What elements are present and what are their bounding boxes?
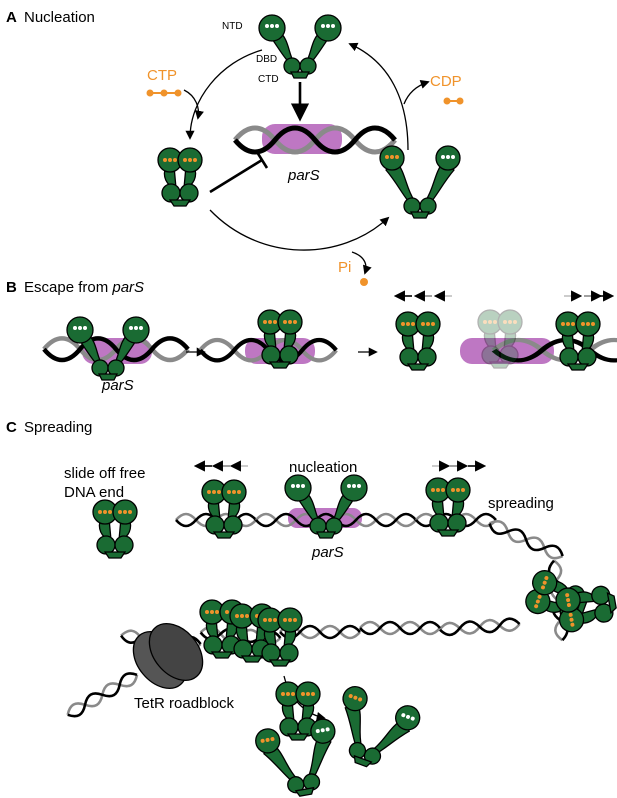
dna-c-end [63,668,142,722]
cycle-arrow-bottom [209,209,390,251]
ntd-label: NTD [222,21,243,32]
pars-label-a: parS [287,167,320,184]
dimer-spreading-left [201,479,247,539]
dna-c-return1 [438,616,522,637]
dna-c-curve [485,516,567,563]
dbd-label: DBD [256,54,277,65]
pi-molecule-icon [360,278,368,286]
tetr-roadblock-icon [132,623,204,689]
ctp-label: CTP [147,67,177,84]
panel-a-letter: A [6,9,17,26]
panel-b: B Escape from parS parS [6,279,617,394]
panel-b-title: Escape from parS [24,279,144,296]
hydrolysing-dimer-a [379,145,461,219]
slide-off-label-line2: DNA end [64,484,124,501]
slide-off-label-line1: slide off free [64,465,145,482]
cdp-molecule-icon [443,97,464,105]
panel-c-letter: C [6,419,17,436]
dna-c-return2 [358,620,442,636]
panel-c-title: Spreading [24,419,92,436]
spreading-label: spreading [488,495,554,512]
dimer-nucleating [284,474,368,539]
inhibition-line [209,158,263,194]
pi-release-arrow [351,251,372,275]
released-dimer-2 [322,682,424,779]
escaped-dimer-left [395,311,441,371]
dimer-spreading-right [425,477,471,537]
apo-dimer-top [258,14,342,79]
dimer-on-loop-2 [553,579,617,635]
cdp-release-arrow [403,79,430,105]
panel-b-letter: B [6,279,17,296]
pi-label: Pi [338,259,351,276]
ctp-bound-dimer-a [157,147,203,207]
ctd-label: CTD [258,74,279,85]
dimer-sliding-off [92,499,138,559]
pars-label-c: parS [311,544,344,561]
panel-a: A Nucleation NTD DBD CTD parS CTP CDP [6,9,464,286]
cycle-arrow-right [348,42,409,151]
tetr-roadblock-label: TetR roadblock [134,695,235,712]
ctp-binding-arrow [183,89,204,120]
ctp-molecule-icon [146,89,182,97]
panel-a-title: Nucleation [24,9,95,26]
pars-label-b: parS [101,377,134,394]
cycle-arrow-left [185,49,263,140]
cdp-label: CDP [430,73,462,90]
panel-c: C Spreading slide off free DNA end nucle… [6,419,617,798]
inhibition-bar [255,151,269,169]
nucleation-label: nucleation [289,459,357,476]
